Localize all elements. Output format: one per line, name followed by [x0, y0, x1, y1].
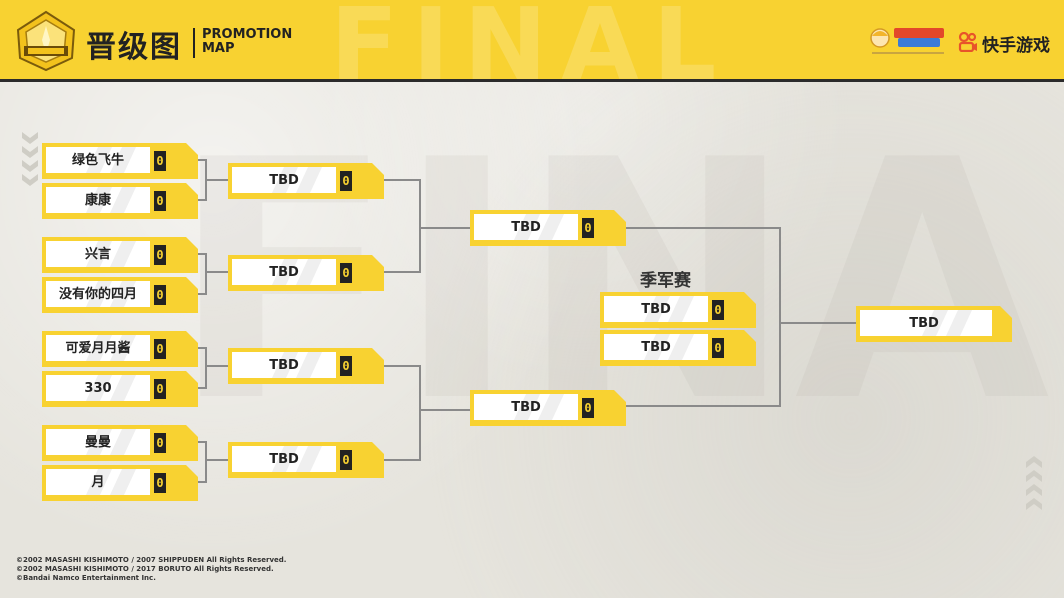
- player-name: 曼曼: [84, 435, 111, 450]
- player-name: 330: [84, 381, 112, 396]
- player-name: TBD: [269, 358, 299, 373]
- player-score: 0: [340, 171, 352, 191]
- player-name: 兴言: [84, 247, 111, 262]
- player-name: TBD: [511, 220, 541, 235]
- bracket-slot-third-1[interactable]: TBD 0: [598, 292, 758, 328]
- player-name: 可爱月月酱: [65, 341, 131, 356]
- bracket-slot-r1-1[interactable]: 绿色飞牛 0: [40, 143, 200, 179]
- bracket-slot-third-2[interactable]: TBD 0: [598, 330, 758, 366]
- page-title: 晋级图: [86, 30, 182, 65]
- bracket-slot-r1-6[interactable]: 330 0: [40, 371, 200, 407]
- player-score: 0: [154, 245, 166, 265]
- player-name: 月: [91, 475, 105, 490]
- bracket-slot-r1-3[interactable]: 兴言 0: [40, 237, 200, 273]
- player-score: 0: [340, 356, 352, 376]
- header-watermark: FINAL: [330, 0, 731, 82]
- naruto-game-logo-icon: [870, 28, 944, 54]
- player-name: TBD: [269, 173, 299, 188]
- champion-name: TBD: [909, 316, 939, 331]
- chevron-down-decoration-icon: [22, 132, 38, 186]
- player-name: TBD: [269, 452, 299, 467]
- copyright-line-1: ©2002 MASASHI KISHIMOTO / 2007 SHIPPUDEN…: [16, 556, 287, 564]
- player-score: 0: [154, 191, 166, 211]
- partner-name: 快手游戏: [982, 36, 1050, 56]
- player-score: 0: [712, 300, 724, 320]
- bracket-slot-r1-4[interactable]: 没有你的四月 0: [40, 277, 200, 313]
- player-name: TBD: [641, 302, 671, 317]
- header-bar: FINAL 晋级图 PROMOTION MAP 快手游戏: [0, 0, 1064, 82]
- subtitle-line-2: MAP: [202, 41, 235, 56]
- bracket-slot-r2-4[interactable]: TBD 0: [226, 442, 386, 478]
- player-name: 没有你的四月: [58, 287, 137, 302]
- player-score: 0: [340, 450, 352, 470]
- slot-frame: [856, 306, 1012, 342]
- player-score: 0: [154, 433, 166, 453]
- player-score: 0: [582, 398, 594, 418]
- copyright-notice: ©2002 MASASHI KISHIMOTO / 2007 SHIPPUDEN…: [16, 556, 286, 583]
- copyright-line-3: ©Bandai Namco Entertainment Inc.: [16, 574, 156, 582]
- player-name: TBD: [641, 340, 671, 355]
- kuaishou-icon: [958, 32, 977, 52]
- page-subtitle: PROMOTION MAP: [202, 28, 302, 56]
- player-name: 绿色飞牛: [71, 153, 124, 168]
- player-name: TBD: [269, 265, 299, 280]
- title-divider: [193, 28, 195, 58]
- player-score: 0: [154, 379, 166, 399]
- player-score: 0: [340, 263, 352, 283]
- bracket-slot-r1-2[interactable]: 康康 0: [40, 183, 200, 219]
- bracket-slot-r2-1[interactable]: TBD 0: [226, 163, 386, 199]
- player-score: 0: [154, 285, 166, 305]
- player-score: 0: [582, 218, 594, 238]
- subtitle-line-1: PROMOTION: [202, 27, 293, 42]
- bracket-slot-r1-7[interactable]: 曼曼 0: [40, 425, 200, 461]
- player-score: 0: [154, 339, 166, 359]
- player-score: 0: [154, 473, 166, 493]
- bracket-slot-semifinal-2[interactable]: TBD 0: [468, 390, 628, 426]
- third-place-label: 季军赛: [640, 271, 691, 291]
- player-score: 0: [712, 338, 724, 358]
- player-score: 0: [154, 151, 166, 171]
- bracket-slot-r1-5[interactable]: 可爱月月酱 0: [40, 331, 200, 367]
- chevron-up-decoration-icon: [1026, 456, 1042, 510]
- copyright-line-2: ©2002 MASASHI KISHIMOTO / 2017 BORUTO Al…: [16, 565, 274, 573]
- player-name: 康康: [84, 193, 111, 208]
- bracket-slot-r1-8[interactable]: 月 0: [40, 465, 200, 501]
- bracket-slot-semifinal-1[interactable]: TBD 0: [468, 210, 628, 246]
- tournament-emblem-icon: [16, 10, 76, 72]
- bracket-slot-final[interactable]: TBD: [854, 306, 1014, 342]
- bracket-slot-r2-2[interactable]: TBD 0: [226, 255, 386, 291]
- bracket-slot-r2-3[interactable]: TBD 0: [226, 348, 386, 384]
- player-name: TBD: [511, 400, 541, 415]
